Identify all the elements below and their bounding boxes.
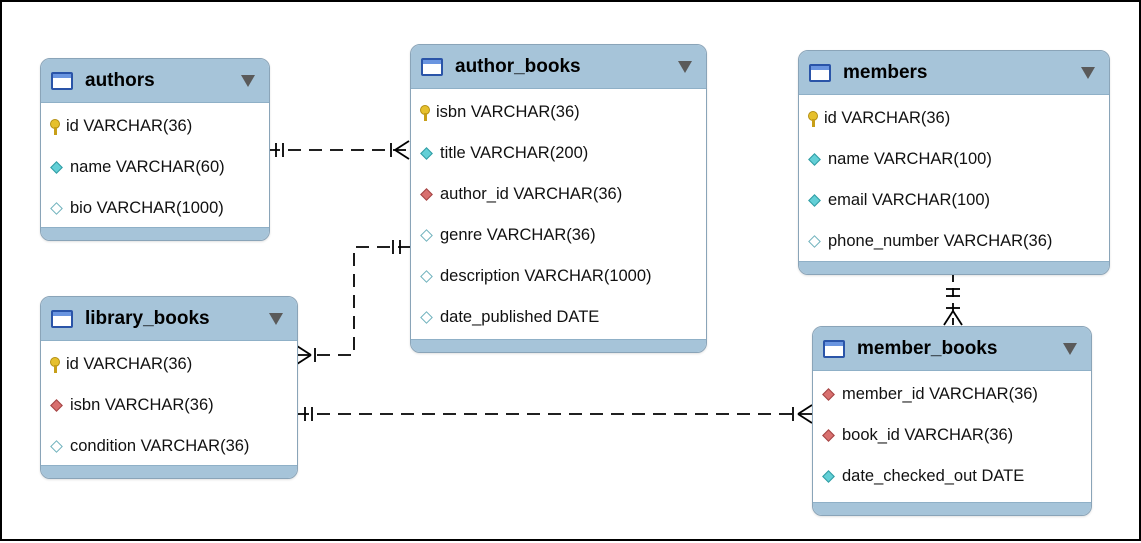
table-member-books[interactable]: member_books member_id VARCHAR(36) book_…	[812, 326, 1092, 516]
foreign-key-icon	[420, 188, 433, 201]
relationship-library-books-member-books[interactable]	[296, 404, 813, 424]
table-author-books[interactable]: author_books isbn VARCHAR(36) title VARC…	[410, 44, 707, 353]
table-icon	[823, 339, 845, 358]
collapse-arrow-icon[interactable]	[241, 74, 255, 87]
column-label: name VARCHAR(100)	[828, 150, 992, 168]
column-row[interactable]: phone_number VARCHAR(36)	[799, 221, 1109, 262]
column-row[interactable]: id VARCHAR(36)	[41, 344, 297, 385]
table-header[interactable]: member_books	[813, 327, 1091, 371]
table-icon	[809, 63, 831, 82]
table-title: member_books	[857, 337, 998, 359]
table-icon	[51, 71, 73, 90]
table-footer	[41, 227, 269, 240]
column-row[interactable]: title VARCHAR(200)	[411, 133, 706, 174]
column-row[interactable]: name VARCHAR(100)	[799, 139, 1109, 180]
nullable-column-icon	[808, 235, 821, 248]
column-row[interactable]: book_id VARCHAR(36)	[813, 415, 1091, 456]
column-row[interactable]: condition VARCHAR(36)	[41, 426, 297, 467]
not-null-column-icon	[808, 194, 821, 207]
column-row[interactable]: name VARCHAR(60)	[41, 147, 269, 188]
table-header[interactable]: members	[799, 51, 1109, 95]
column-row[interactable]: author_id VARCHAR(36)	[411, 174, 706, 215]
column-row[interactable]: id VARCHAR(36)	[799, 98, 1109, 139]
column-label: id VARCHAR(36)	[66, 355, 193, 373]
table-title: members	[843, 61, 928, 83]
column-label: date_published DATE	[440, 308, 600, 326]
relationship-members-member-books[interactable]	[943, 273, 963, 326]
column-label: description VARCHAR(1000)	[440, 267, 652, 285]
nullable-column-icon	[420, 270, 433, 283]
column-row[interactable]: description VARCHAR(1000)	[411, 256, 706, 297]
nullable-column-icon	[420, 229, 433, 242]
column-row[interactable]: date_checked_out DATE	[813, 456, 1091, 497]
relationship-authors-author-books[interactable]	[267, 140, 410, 160]
primary-key-icon	[50, 118, 60, 135]
column-row[interactable]: member_id VARCHAR(36)	[813, 374, 1091, 415]
nullable-column-icon	[50, 440, 63, 453]
table-header[interactable]: library_books	[41, 297, 297, 341]
table-header[interactable]: authors	[41, 59, 269, 103]
column-row[interactable]: isbn VARCHAR(36)	[41, 385, 297, 426]
column-label: member_id VARCHAR(36)	[842, 385, 1038, 403]
column-row[interactable]: bio VARCHAR(1000)	[41, 188, 269, 229]
table-title: authors	[85, 69, 155, 91]
table-footer	[41, 465, 297, 478]
not-null-column-icon	[420, 147, 433, 160]
table-icon	[51, 309, 73, 328]
column-label: email VARCHAR(100)	[828, 191, 990, 209]
table-footer	[813, 502, 1091, 515]
table-library-books[interactable]: library_books id VARCHAR(36) isbn VARCHA…	[40, 296, 298, 479]
not-null-column-icon	[50, 161, 63, 174]
column-label: date_checked_out DATE	[842, 467, 1025, 485]
foreign-key-icon	[822, 429, 835, 442]
nullable-column-icon	[420, 311, 433, 324]
table-footer	[411, 339, 706, 352]
column-label: phone_number VARCHAR(36)	[828, 232, 1053, 250]
relationship-author-books-library-books[interactable]	[296, 240, 411, 365]
primary-key-icon	[50, 356, 60, 373]
column-row[interactable]: genre VARCHAR(36)	[411, 215, 706, 256]
column-row[interactable]: isbn VARCHAR(36)	[411, 92, 706, 133]
column-label: title VARCHAR(200)	[440, 144, 589, 162]
table-title: author_books	[455, 55, 581, 77]
column-label: bio VARCHAR(1000)	[70, 199, 224, 217]
collapse-arrow-icon[interactable]	[269, 312, 283, 325]
foreign-key-icon	[822, 388, 835, 401]
column-label: genre VARCHAR(36)	[440, 226, 596, 244]
collapse-arrow-icon[interactable]	[678, 60, 692, 73]
column-label: author_id VARCHAR(36)	[440, 185, 623, 203]
not-null-column-icon	[808, 153, 821, 166]
column-label: isbn VARCHAR(36)	[436, 103, 580, 121]
column-row[interactable]: email VARCHAR(100)	[799, 180, 1109, 221]
table-members[interactable]: members id VARCHAR(36) name VARCHAR(100)…	[798, 50, 1110, 275]
column-label: book_id VARCHAR(36)	[842, 426, 1014, 444]
column-row[interactable]: id VARCHAR(36)	[41, 106, 269, 147]
column-row[interactable]: date_published DATE	[411, 297, 706, 338]
not-null-column-icon	[822, 470, 835, 483]
foreign-key-icon	[50, 399, 63, 412]
column-label: isbn VARCHAR(36)	[70, 396, 214, 414]
column-label: id VARCHAR(36)	[824, 109, 951, 127]
nullable-column-icon	[50, 202, 63, 215]
column-label: name VARCHAR(60)	[70, 158, 225, 176]
primary-key-icon	[420, 104, 430, 121]
table-title: library_books	[85, 307, 210, 329]
table-icon	[421, 57, 443, 76]
column-label: condition VARCHAR(36)	[70, 437, 250, 455]
collapse-arrow-icon[interactable]	[1063, 342, 1077, 355]
table-header[interactable]: author_books	[411, 45, 706, 89]
table-footer	[799, 261, 1109, 274]
primary-key-icon	[808, 110, 818, 127]
column-label: id VARCHAR(36)	[66, 117, 193, 135]
table-authors[interactable]: authors id VARCHAR(36) name VARCHAR(60) …	[40, 58, 270, 241]
collapse-arrow-icon[interactable]	[1081, 66, 1095, 79]
